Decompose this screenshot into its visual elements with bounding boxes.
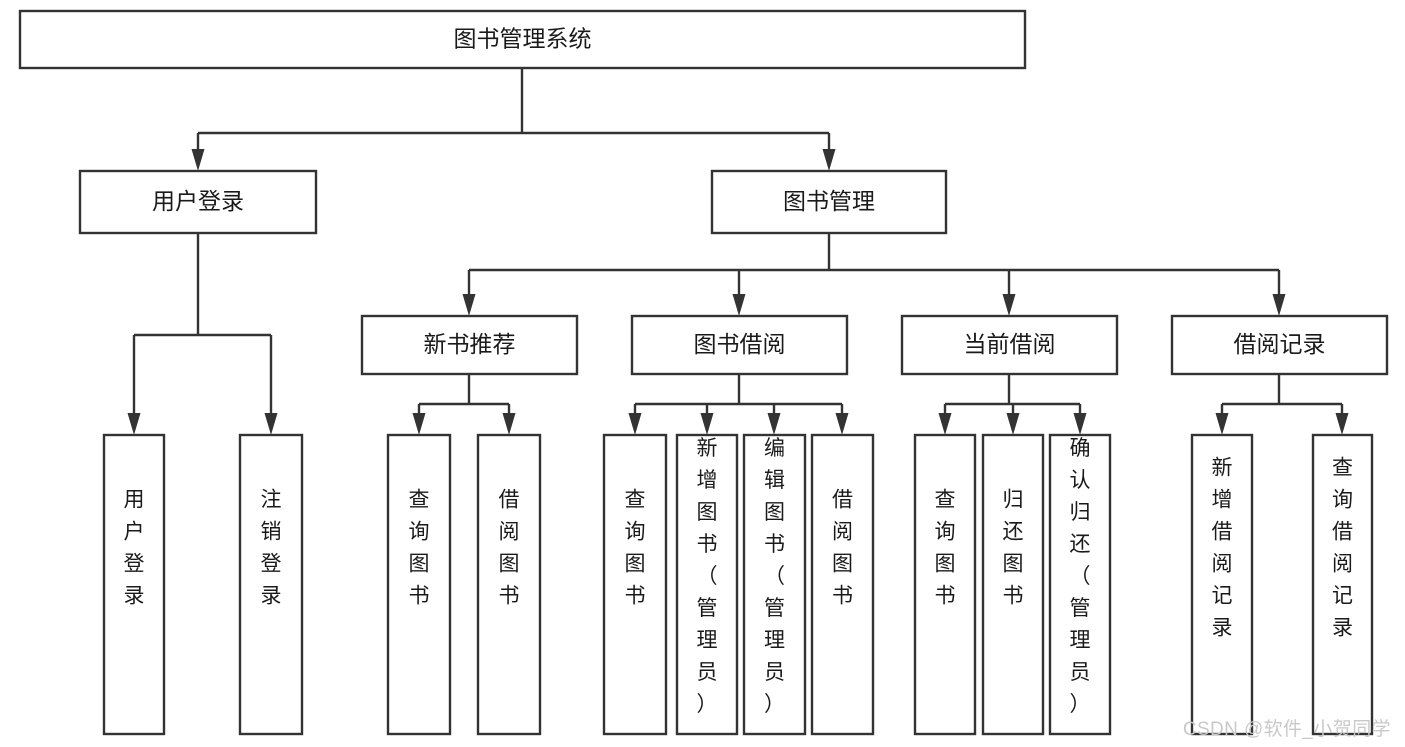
node-new-book-recommend[interactable]: 新书推荐 [360,314,579,376]
node-current-borrow[interactable]: 当前借阅 [900,314,1119,376]
node-label-leaf-query-book-1: 查询图书 [409,489,430,608]
connector-record-to-leaves [1215,374,1349,435]
node-box-root[interactable] [18,9,1027,70]
node-label-user-login: 用户登录 [152,188,244,214]
arrow-head-icon [822,149,836,171]
arrow-head-icon [502,413,516,435]
node-root[interactable]: 图书管理系统 [18,9,1027,70]
node-label-new-book-recommend: 新书推荐 [424,331,516,357]
node-leaf-query-book-1[interactable]: 查询图书 [386,433,452,736]
node-label-leaf-add-record: 新增借阅记录 [1212,457,1233,640]
node-leaf-add-record[interactable]: 新增借阅记录 [1190,433,1254,736]
connector-user-login-to-leaves [127,233,278,435]
arrow-head-icon [700,413,714,435]
node-box-leaf-query-record[interactable] [1311,433,1374,736]
arrow-head-icon [767,413,781,435]
node-box-leaf-borrow-book-2[interactable] [810,433,875,736]
node-box-leaf-logout[interactable] [238,433,304,736]
node-box-current-borrow[interactable] [900,314,1119,376]
arrow-head-icon [1006,413,1020,435]
node-label-leaf-confirm-return: 确认归还（管理员） [1070,437,1091,716]
node-book-borrow[interactable]: 图书借阅 [630,314,849,376]
arrow-head-icon [264,413,278,435]
node-label-leaf-return-book: 归还图书 [1003,489,1024,608]
node-box-user-login[interactable] [78,169,318,235]
node-label-current-borrow: 当前借阅 [964,331,1056,357]
node-label-leaf-edit-book: 编辑图书（管理员） [764,437,785,716]
node-layer: 图书管理系统用户登录图书管理新书推荐图书借阅当前借阅借阅记录用户登录注销登录查询… [18,9,1389,736]
node-leaf-logout[interactable]: 注销登录 [238,433,304,736]
connector-root-to-level1 [191,68,836,171]
arrow-head-icon [835,413,849,435]
node-label-leaf-borrow-book-2: 借阅图书 [832,489,853,608]
node-leaf-add-book[interactable]: 新增图书（管理员） [675,433,739,736]
node-leaf-query-record[interactable]: 查询借阅记录 [1311,433,1374,736]
node-box-leaf-user-login[interactable] [102,433,166,736]
node-box-leaf-edit-book[interactable] [742,433,807,736]
node-leaf-return-book[interactable]: 归还图书 [981,433,1045,736]
arrow-head-icon [1073,413,1087,435]
node-label-borrow-record: 借阅记录 [1234,331,1326,357]
arrow-head-icon [938,413,952,435]
arrow-head-icon [628,413,642,435]
node-leaf-confirm-return[interactable]: 确认归还（管理员） [1048,433,1112,736]
node-box-book-borrow[interactable] [630,314,849,376]
node-leaf-query-book-2[interactable]: 查询图书 [602,433,668,736]
node-box-leaf-confirm-return[interactable] [1048,433,1112,736]
node-label-leaf-user-login: 用户登录 [124,489,145,608]
node-label-book-manage: 图书管理 [783,188,875,214]
node-label-book-borrow: 图书借阅 [694,331,786,357]
node-box-leaf-query-book-1[interactable] [386,433,452,736]
node-label-leaf-query-book-2: 查询图书 [625,489,646,608]
node-box-leaf-add-book[interactable] [675,433,739,736]
node-leaf-query-book-3[interactable]: 查询图书 [913,433,977,736]
csdn-watermark: CSDN @软件_小贺同学 [1182,719,1391,740]
connector-borrow-to-leaves [628,374,849,435]
node-leaf-borrow-book-2[interactable]: 借阅图书 [810,433,875,736]
node-box-new-book-recommend[interactable] [360,314,579,376]
node-box-leaf-borrow-book-1[interactable] [476,433,542,736]
node-leaf-edit-book[interactable]: 编辑图书（管理员） [742,433,807,736]
node-label-leaf-borrow-book-1: 借阅图书 [499,489,520,608]
arrow-head-icon [462,294,476,316]
arrow-head-icon [732,294,746,316]
arrow-head-icon [1215,413,1229,435]
node-user-login[interactable]: 用户登录 [78,169,318,235]
node-box-leaf-add-record[interactable] [1190,433,1254,736]
node-label-leaf-logout: 注销登录 [261,489,282,608]
connector-current-to-leaves [938,374,1087,435]
arrow-head-icon [1002,294,1016,316]
node-leaf-user-login[interactable]: 用户登录 [102,433,166,736]
node-box-book-manage[interactable] [710,169,948,235]
arrow-head-icon [191,149,205,171]
node-label-leaf-add-book: 新增图书（管理员） [697,437,718,716]
arrow-head-icon [1272,294,1286,316]
node-book-manage[interactable]: 图书管理 [710,169,948,235]
node-label-root: 图书管理系统 [454,26,592,52]
arrow-head-icon [127,413,141,435]
node-borrow-record[interactable]: 借阅记录 [1170,314,1389,376]
arrow-head-icon [1335,413,1349,435]
connector-recommend-to-leaves [412,374,516,435]
connector-layer [127,68,1349,435]
node-box-leaf-query-book-3[interactable] [913,433,977,736]
node-box-borrow-record[interactable] [1170,314,1389,376]
node-box-leaf-query-book-2[interactable] [602,433,668,736]
node-box-leaf-return-book[interactable] [981,433,1045,736]
connector-book-manage-to-level2 [462,233,1286,316]
node-leaf-borrow-book-1[interactable]: 借阅图书 [476,433,542,736]
node-label-leaf-query-record: 查询借阅记录 [1332,457,1353,640]
arrow-head-icon [412,413,426,435]
node-label-leaf-query-book-3: 查询图书 [935,489,956,608]
